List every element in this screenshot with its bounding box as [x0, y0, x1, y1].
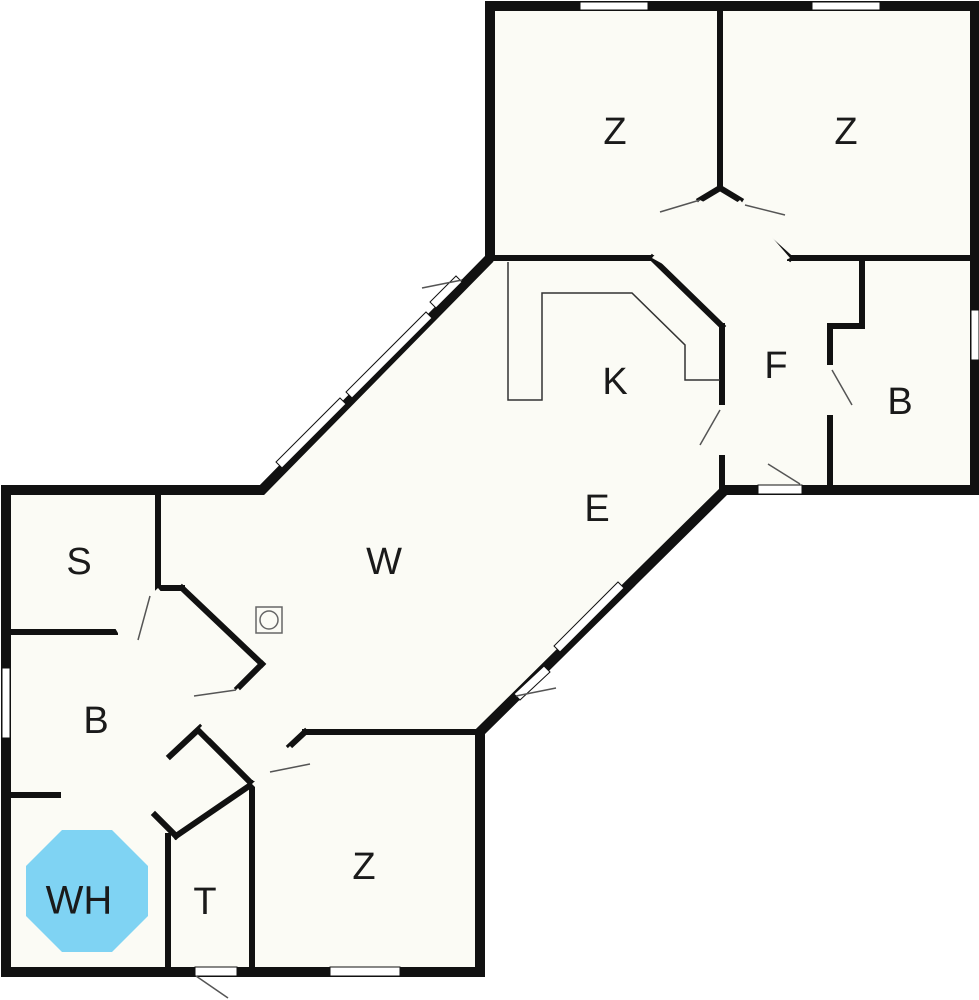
room-label-hall: F	[764, 345, 787, 387]
room-label-bath-left: B	[83, 700, 108, 742]
room-label-sauna: S	[66, 541, 91, 583]
room-labels: Z Z K F B E W S B WH T Z	[46, 111, 913, 923]
interior-walls	[7, 7, 975, 971]
hot-tub	[26, 830, 148, 952]
windows	[1, 1, 979, 977]
room-label-dining: E	[584, 488, 609, 530]
room-label-bedroom-bottom: Z	[352, 846, 375, 888]
floor-fill	[6, 6, 975, 972]
window-icon	[345, 311, 433, 399]
door-openings	[115, 200, 836, 794]
door-swing-icon	[421, 279, 463, 289]
room-label-living: W	[366, 541, 402, 583]
window-icon	[1, 667, 11, 739]
window-icon	[429, 275, 463, 309]
door-swing-icon	[699, 409, 721, 446]
window-icon	[275, 397, 347, 469]
window-icon	[329, 966, 401, 977]
door-swing-icon	[831, 369, 853, 406]
room-label-toilet: T	[193, 881, 216, 923]
wood-stove-icon	[255, 606, 283, 634]
window-icon	[811, 1, 881, 11]
room-label-hot-tub: WH	[46, 879, 113, 923]
door-swing-icon	[767, 463, 801, 485]
room-label-bedroom-top-right: Z	[834, 111, 857, 153]
door-swing-icon	[744, 204, 786, 216]
window-icon	[579, 1, 649, 11]
door-swing-icon	[269, 763, 311, 773]
door-swings	[137, 199, 853, 999]
room-label-bath-right: B	[887, 381, 912, 423]
room-label-bedroom-top-left: Z	[603, 111, 626, 153]
window-icon	[194, 966, 238, 977]
window-icon	[757, 484, 803, 495]
door-swing-icon	[137, 595, 151, 641]
window-icon	[970, 309, 979, 361]
door-swing-icon	[515, 687, 557, 697]
window-icon	[553, 581, 625, 653]
door-swing-icon	[193, 689, 237, 697]
window-icon	[513, 665, 551, 701]
kitchen-counter	[507, 262, 720, 401]
room-label-kitchen: K	[602, 361, 627, 403]
door-swing-icon	[195, 975, 229, 999]
door-swing-icon	[659, 199, 701, 213]
